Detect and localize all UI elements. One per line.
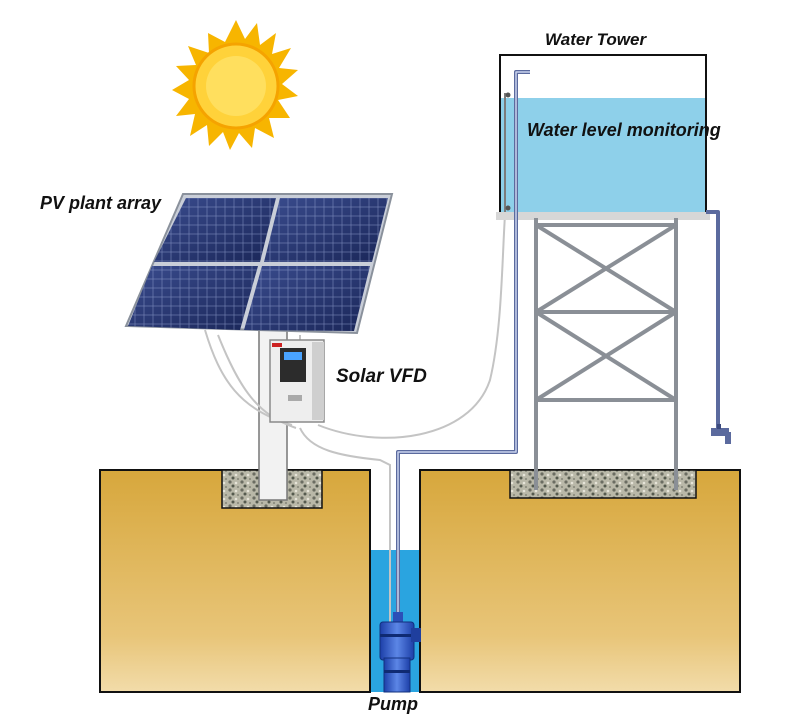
outlet-pipe — [706, 210, 720, 430]
vfd-vent — [288, 395, 302, 401]
level-sensor-bottom — [505, 205, 511, 211]
pump-label: Pump — [368, 694, 419, 714]
vfd-display — [284, 352, 302, 360]
tank-water — [501, 98, 705, 214]
solar-vfd-unit — [269, 339, 325, 423]
vfd-side — [312, 342, 324, 420]
pump-band-1 — [380, 634, 414, 637]
sun-highlight — [206, 56, 266, 116]
pv-panel-array — [124, 193, 394, 335]
vfd-to-sensor-cable — [317, 214, 506, 439]
pump-motor — [383, 657, 411, 693]
pump-band-2 — [384, 670, 410, 673]
water-tower-label: Water Tower — [545, 30, 647, 49]
tower-frame — [534, 218, 678, 490]
sun-icon — [172, 20, 298, 150]
vfd-logo — [272, 343, 282, 347]
water-level-monitoring-label: Water level monitoring — [527, 120, 721, 140]
panel-cable-2 — [217, 334, 297, 429]
tank-base — [496, 212, 710, 220]
faucet-icon — [711, 424, 731, 444]
vfd-to-pump-cable — [299, 427, 391, 625]
pump-terminal — [411, 628, 421, 642]
ground-right — [419, 469, 741, 693]
pv-array-label: PV plant array — [40, 193, 162, 213]
level-sensor-top — [505, 92, 511, 98]
gravel-foundation-tower — [509, 469, 697, 499]
pump-body — [379, 621, 415, 661]
pump-outlet — [393, 612, 403, 624]
water-tower — [496, 54, 710, 220]
submersible-pump-icon — [379, 612, 421, 693]
solar-vfd-label: Solar VFD — [336, 366, 427, 387]
